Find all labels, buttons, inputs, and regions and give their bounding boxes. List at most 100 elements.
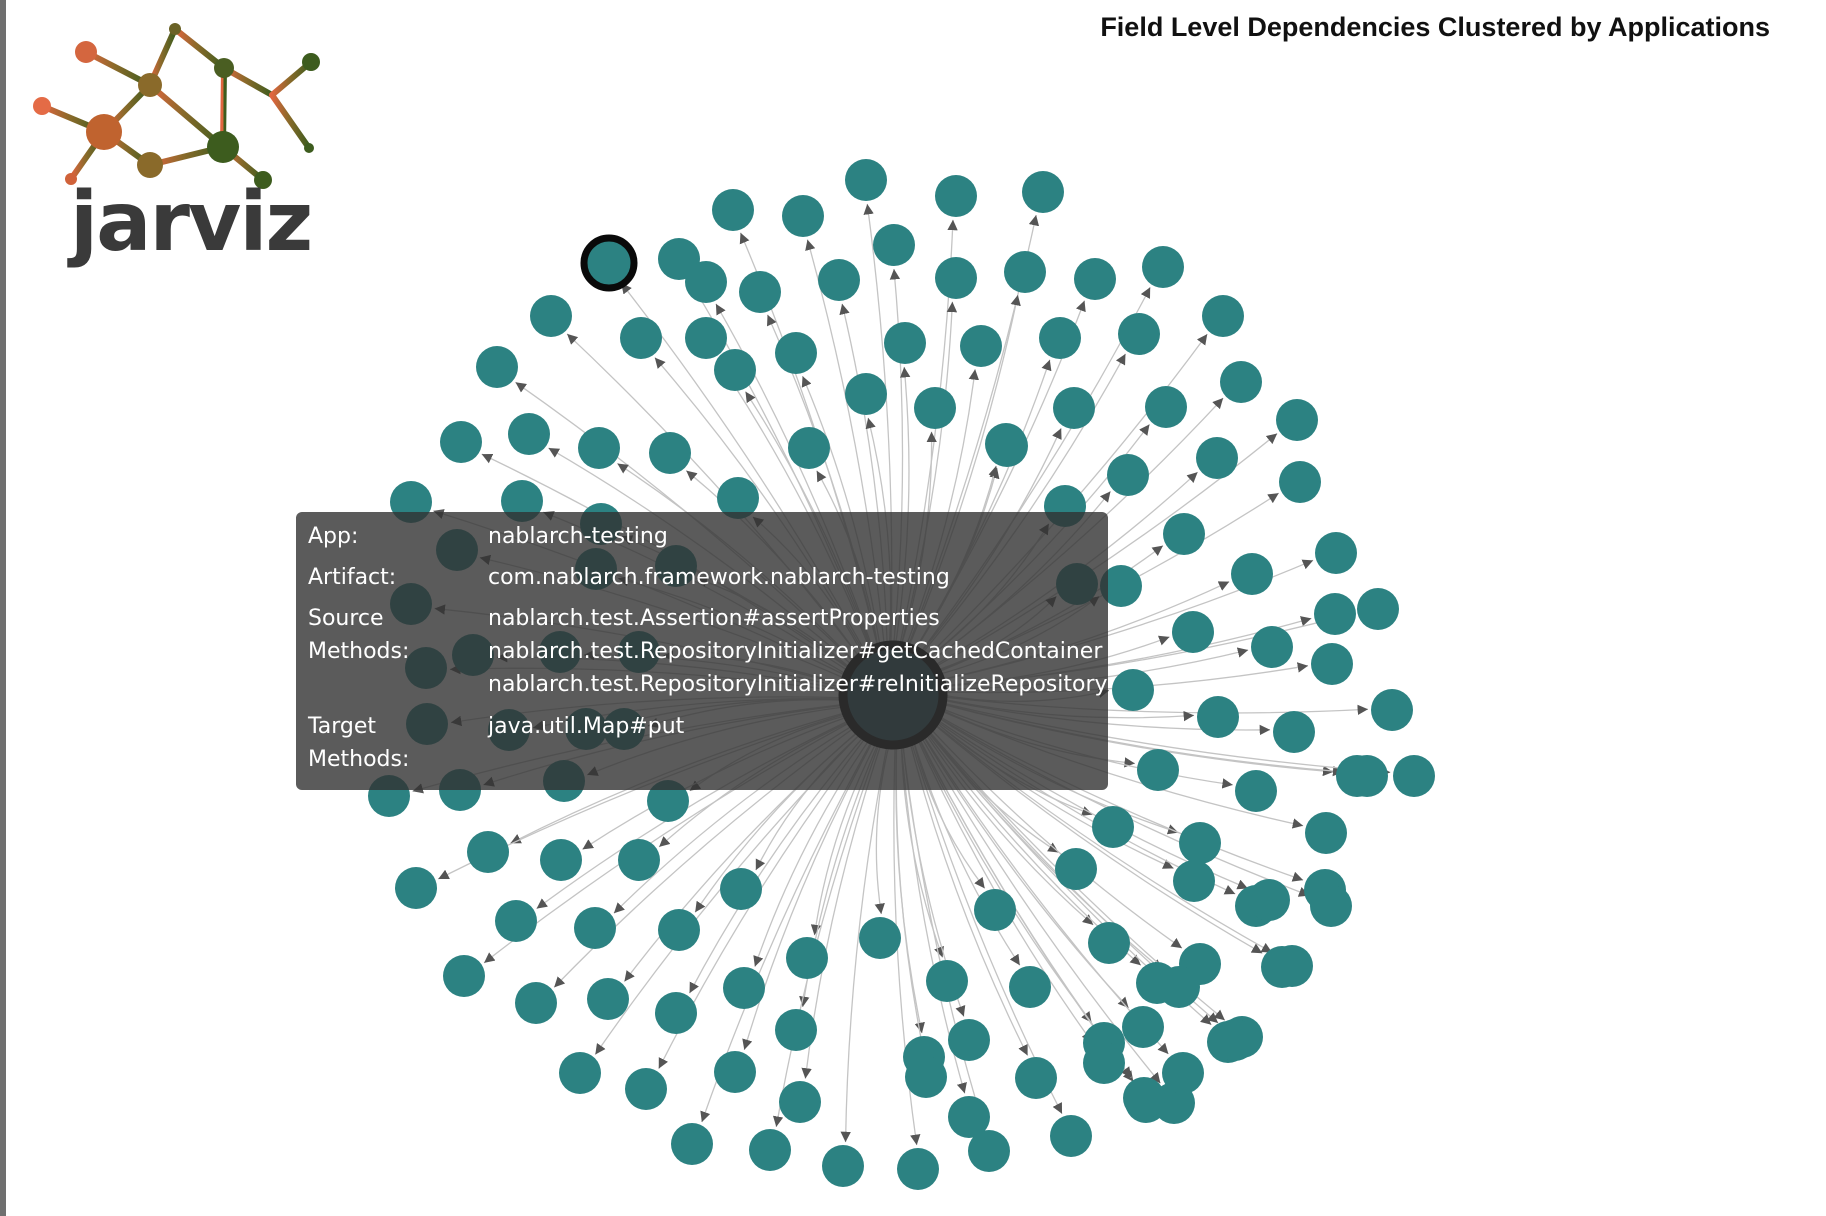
graph-node[interactable] — [515, 982, 557, 1024]
graph-node[interactable] — [1158, 966, 1200, 1008]
graph-node[interactable] — [1015, 1057, 1057, 1099]
graph-node[interactable] — [948, 1019, 990, 1061]
graph-node[interactable] — [859, 917, 901, 959]
graph-node[interactable] — [723, 967, 765, 1009]
graph-node[interactable] — [1050, 1115, 1092, 1157]
graph-node[interactable] — [467, 831, 509, 873]
graph-node[interactable] — [671, 1123, 713, 1165]
graph-node[interactable] — [1145, 386, 1187, 428]
graph-node[interactable] — [948, 1096, 990, 1138]
graph-node[interactable] — [1137, 749, 1179, 791]
graph-node[interactable] — [540, 839, 582, 881]
graph-node[interactable] — [1074, 258, 1116, 300]
graph-node[interactable] — [1311, 643, 1353, 685]
graph-node[interactable] — [935, 257, 977, 299]
graph-node[interactable] — [1112, 669, 1154, 711]
graph-node[interactable] — [476, 346, 518, 388]
graph-node[interactable] — [1053, 387, 1095, 429]
graph-node[interactable] — [1163, 513, 1205, 555]
graph-node[interactable] — [1202, 295, 1244, 337]
graph-node[interactable] — [1122, 1006, 1164, 1048]
graph-node[interactable] — [712, 189, 754, 231]
graph-node[interactable] — [1231, 553, 1273, 595]
graph-node[interactable] — [717, 477, 759, 519]
graph-node[interactable] — [974, 889, 1016, 931]
graph-node[interactable] — [914, 387, 956, 429]
graph-node[interactable] — [395, 867, 437, 909]
graph-node[interactable] — [647, 780, 689, 822]
graph-node[interactable] — [1357, 588, 1399, 630]
graph-node[interactable] — [1371, 689, 1413, 731]
graph-node[interactable] — [1273, 711, 1315, 753]
graph-node[interactable] — [1314, 593, 1356, 635]
graph-node[interactable] — [625, 1068, 667, 1110]
graph-node[interactable] — [1197, 696, 1239, 738]
graph-node[interactable] — [720, 868, 762, 910]
graph-node[interactable] — [845, 373, 887, 415]
graph-node[interactable] — [775, 1009, 817, 1051]
graph-node[interactable] — [1214, 1019, 1256, 1061]
graph-node[interactable] — [1271, 945, 1313, 987]
graph-node[interactable] — [501, 480, 543, 522]
graph-node[interactable] — [985, 423, 1027, 465]
graph-node[interactable] — [1004, 251, 1046, 293]
graph-node[interactable] — [620, 317, 662, 359]
graph-node[interactable] — [587, 978, 629, 1020]
graph-node[interactable] — [960, 325, 1002, 367]
graph-node[interactable] — [1088, 922, 1130, 964]
graph-node[interactable] — [1248, 879, 1290, 921]
graph-node[interactable] — [1310, 885, 1352, 927]
graph-node[interactable] — [649, 432, 691, 474]
graph-node[interactable] — [782, 195, 824, 237]
graph-node[interactable] — [1173, 860, 1215, 902]
graph-node[interactable] — [935, 175, 977, 217]
graph-node[interactable] — [926, 960, 968, 1002]
graph-node[interactable] — [818, 259, 860, 301]
graph-node[interactable] — [786, 937, 828, 979]
graph-node[interactable] — [884, 322, 926, 364]
graph-node[interactable] — [1276, 399, 1318, 441]
graph-node[interactable] — [1083, 1042, 1125, 1084]
graph-node[interactable] — [749, 1129, 791, 1171]
graph-node[interactable] — [788, 427, 830, 469]
graph-node[interactable] — [685, 317, 727, 359]
graph-node[interactable] — [1107, 454, 1149, 496]
graph-node[interactable] — [1220, 361, 1262, 403]
graph-node[interactable] — [1315, 532, 1357, 574]
graph-node[interactable] — [530, 295, 572, 337]
graph-node[interactable] — [968, 1130, 1010, 1172]
graph-node[interactable] — [873, 224, 915, 266]
graph-node[interactable] — [1179, 822, 1221, 864]
graph-node[interactable] — [1279, 461, 1321, 503]
graph-node[interactable] — [443, 955, 485, 997]
graph-node[interactable] — [1100, 565, 1142, 607]
graph-node[interactable] — [1162, 1052, 1204, 1094]
graph-node[interactable] — [822, 1145, 864, 1187]
graph-node[interactable] — [618, 839, 660, 881]
graph-node[interactable] — [1142, 246, 1184, 288]
graph-node[interactable] — [685, 261, 727, 303]
graph-node[interactable] — [578, 427, 620, 469]
graph-node[interactable] — [658, 909, 700, 951]
graph-node[interactable] — [775, 332, 817, 374]
graph-node[interactable] — [574, 907, 616, 949]
graph-node[interactable] — [559, 1052, 601, 1094]
graph-node[interactable] — [440, 421, 482, 463]
graph-node[interactable] — [739, 271, 781, 313]
graph-node[interactable] — [655, 992, 697, 1034]
graph-node[interactable] — [1251, 626, 1293, 668]
graph-node[interactable] — [1118, 313, 1160, 355]
graph-node[interactable] — [845, 159, 887, 201]
highlighted-node[interactable] — [580, 234, 638, 292]
graph-node[interactable] — [1039, 317, 1081, 359]
graph-node[interactable] — [508, 413, 550, 455]
graph-node[interactable] — [1346, 755, 1388, 797]
graph-node[interactable] — [905, 1056, 947, 1098]
graph-node[interactable] — [1172, 611, 1214, 653]
graph-node[interactable] — [1009, 966, 1051, 1008]
graph-node[interactable] — [1055, 848, 1097, 890]
graph-node[interactable] — [714, 349, 756, 391]
graph-node[interactable] — [1235, 770, 1277, 812]
graph-node[interactable] — [1022, 171, 1064, 213]
graph-node[interactable] — [897, 1148, 939, 1190]
